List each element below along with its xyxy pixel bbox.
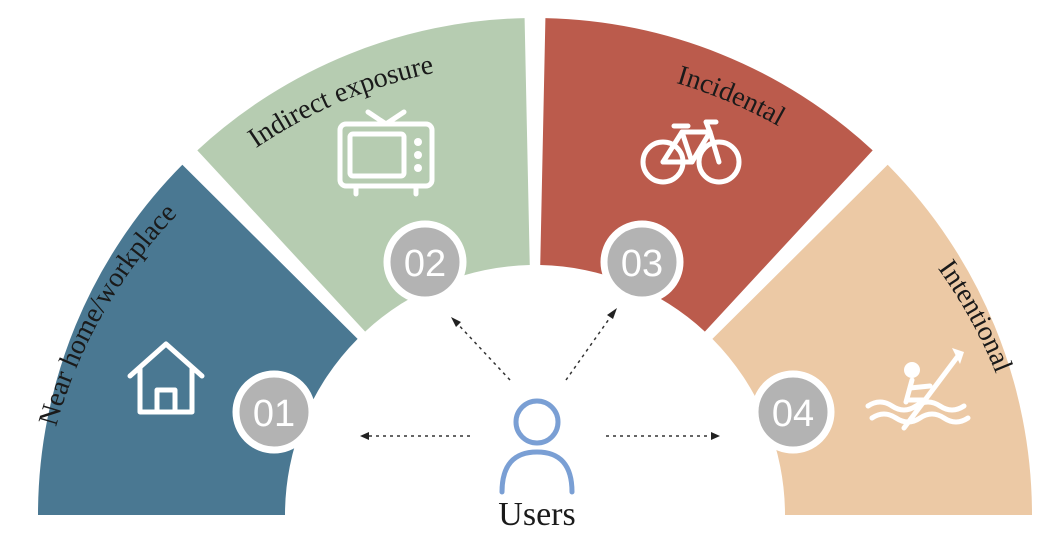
badge-04-number: 04 — [772, 393, 814, 435]
kayak-icon — [865, 348, 971, 431]
bicycle-icon — [640, 119, 742, 185]
badge-02-number: 02 — [404, 243, 446, 285]
badge-01: 01 — [232, 370, 316, 454]
badge-04: 04 — [751, 370, 835, 454]
user-icon — [499, 398, 575, 495]
badge-02: 02 — [383, 220, 467, 304]
badge-03-number: 03 — [621, 243, 663, 285]
users-label: Users — [498, 496, 575, 533]
tv-icon — [337, 109, 435, 197]
house-icon — [127, 341, 205, 415]
badge-01-number: 01 — [253, 393, 295, 435]
arrows — [360, 308, 720, 440]
badge-03: 03 — [600, 220, 684, 304]
